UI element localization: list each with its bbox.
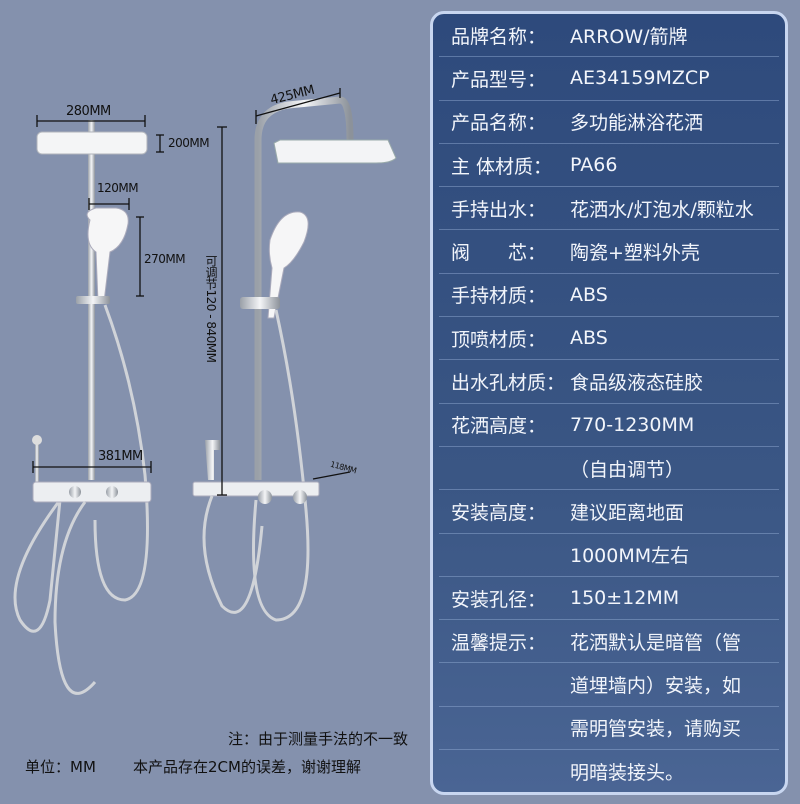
spec-row: 需明管安装，请购买: [439, 707, 779, 751]
spec-label: 主 体材质：: [451, 155, 553, 178]
tolerance-note: 本产品存在2CM的误差，谢谢理解: [133, 758, 361, 776]
spec-value: （自由调节）: [570, 458, 685, 481]
spec-value: 1000MM左右: [570, 545, 690, 568]
spec-label: 顶喷材质：: [451, 328, 547, 351]
spec-row: 手持出水： 花洒水/灯泡水/颗粒水: [439, 187, 779, 231]
spec-label: 阀 芯：: [451, 242, 547, 265]
spec-label: 安装高度：: [451, 501, 547, 524]
spec-panel: 品牌名称： ARROW/箭牌产品型号： AE34159MZCP 产品名称： 多功能淋浴花…: [430, 11, 788, 795]
spec-value: ABS: [570, 283, 608, 306]
spec-row: 安装孔径： 150±12MM: [439, 577, 779, 621]
spec-value: 食品级液态硅胶: [570, 372, 704, 395]
spec-row: （自由调节）: [439, 447, 779, 491]
spec-label: 手持材质：: [451, 285, 547, 308]
spec-value: 花洒默认是暗管（管: [570, 631, 742, 654]
spec-row: 1000MM左右: [439, 534, 779, 577]
spec-row: 明暗装接头。: [439, 750, 779, 792]
adjustable-height-label: 可调节120 - 840MM: [204, 255, 218, 363]
spec-value: PA66: [570, 154, 618, 177]
shelf-width-label: 381MM: [98, 449, 143, 464]
unit-note: 单位：MM: [25, 758, 96, 776]
hand-width-label: 120MM: [97, 181, 139, 195]
spec-label: 品牌名称：: [451, 25, 547, 48]
spec-row: 道埋墙内）安装，如: [439, 663, 779, 707]
spec-label: 花洒高度：: [451, 415, 547, 438]
spec-row: 花洒高度： 770-1230MM: [439, 404, 779, 447]
spec-row: 主 体材质： PA66: [439, 144, 779, 188]
spec-value: 建议距离地面: [570, 501, 685, 524]
spec-row: 品牌名称： ARROW/箭牌: [439, 14, 779, 58]
side-view-shower: [192, 96, 397, 622]
spec-label: 安装孔径：: [451, 588, 547, 611]
spec-value: 陶瓷+塑料外壳: [570, 242, 700, 265]
spec-value: 道埋墙内）安装，如: [570, 675, 742, 698]
head-width-label: 280MM: [66, 104, 111, 119]
product-dimension-diagram: 280MM 200MM 120MM 270MM 381MM 425MM 可调节1…: [13, 83, 408, 776]
spec-row: 顶喷材质： ABS: [439, 317, 779, 361]
spec-value: ARROW/箭牌: [570, 25, 688, 48]
spec-value: ABS: [570, 327, 608, 350]
hand-length-label: 270MM: [144, 252, 186, 266]
spec-value: 多功能淋浴花洒: [570, 112, 704, 135]
spec-label: 产品名称：: [451, 112, 547, 135]
head-depth-label: 200MM: [168, 136, 210, 150]
dimension-lines: [32, 88, 351, 496]
spec-value: 需明管安装，请购买: [570, 718, 742, 741]
spec-value: 150±12MM: [570, 587, 680, 609]
spec-row: 产品名称： 多功能淋浴花洒: [439, 101, 779, 144]
spec-label: 出水孔材质：: [451, 372, 566, 395]
spec-row: 手持材质： ABS: [439, 274, 779, 318]
spec-label: 产品型号：: [451, 68, 547, 91]
spec-value: AE34159MZCP: [570, 67, 710, 90]
spec-row: 产品型号： AE34159MZCP: [439, 57, 779, 101]
spec-value: 770-1230MM: [570, 413, 695, 436]
spec-row: 温馨提示： 花洒默认是暗管（管: [439, 620, 779, 664]
spec-value: 花洒水/灯泡水/颗粒水: [570, 198, 754, 221]
spec-label: 温馨提示：: [451, 631, 547, 654]
spec-label: 手持出水：: [451, 198, 547, 221]
front-view-shower: [13, 120, 152, 695]
spec-row: 出水孔材质：食品级液态硅胶: [439, 360, 779, 404]
spec-row: 安装高度： 建议距离地面: [439, 490, 779, 534]
measurement-note: 注：由于测量手法的不一致: [227, 730, 408, 748]
spec-value: 明暗装接头。: [570, 761, 685, 784]
spec-row: 阀 芯： 陶瓷+塑料外壳: [439, 230, 779, 274]
shower-illustration: [13, 88, 397, 695]
